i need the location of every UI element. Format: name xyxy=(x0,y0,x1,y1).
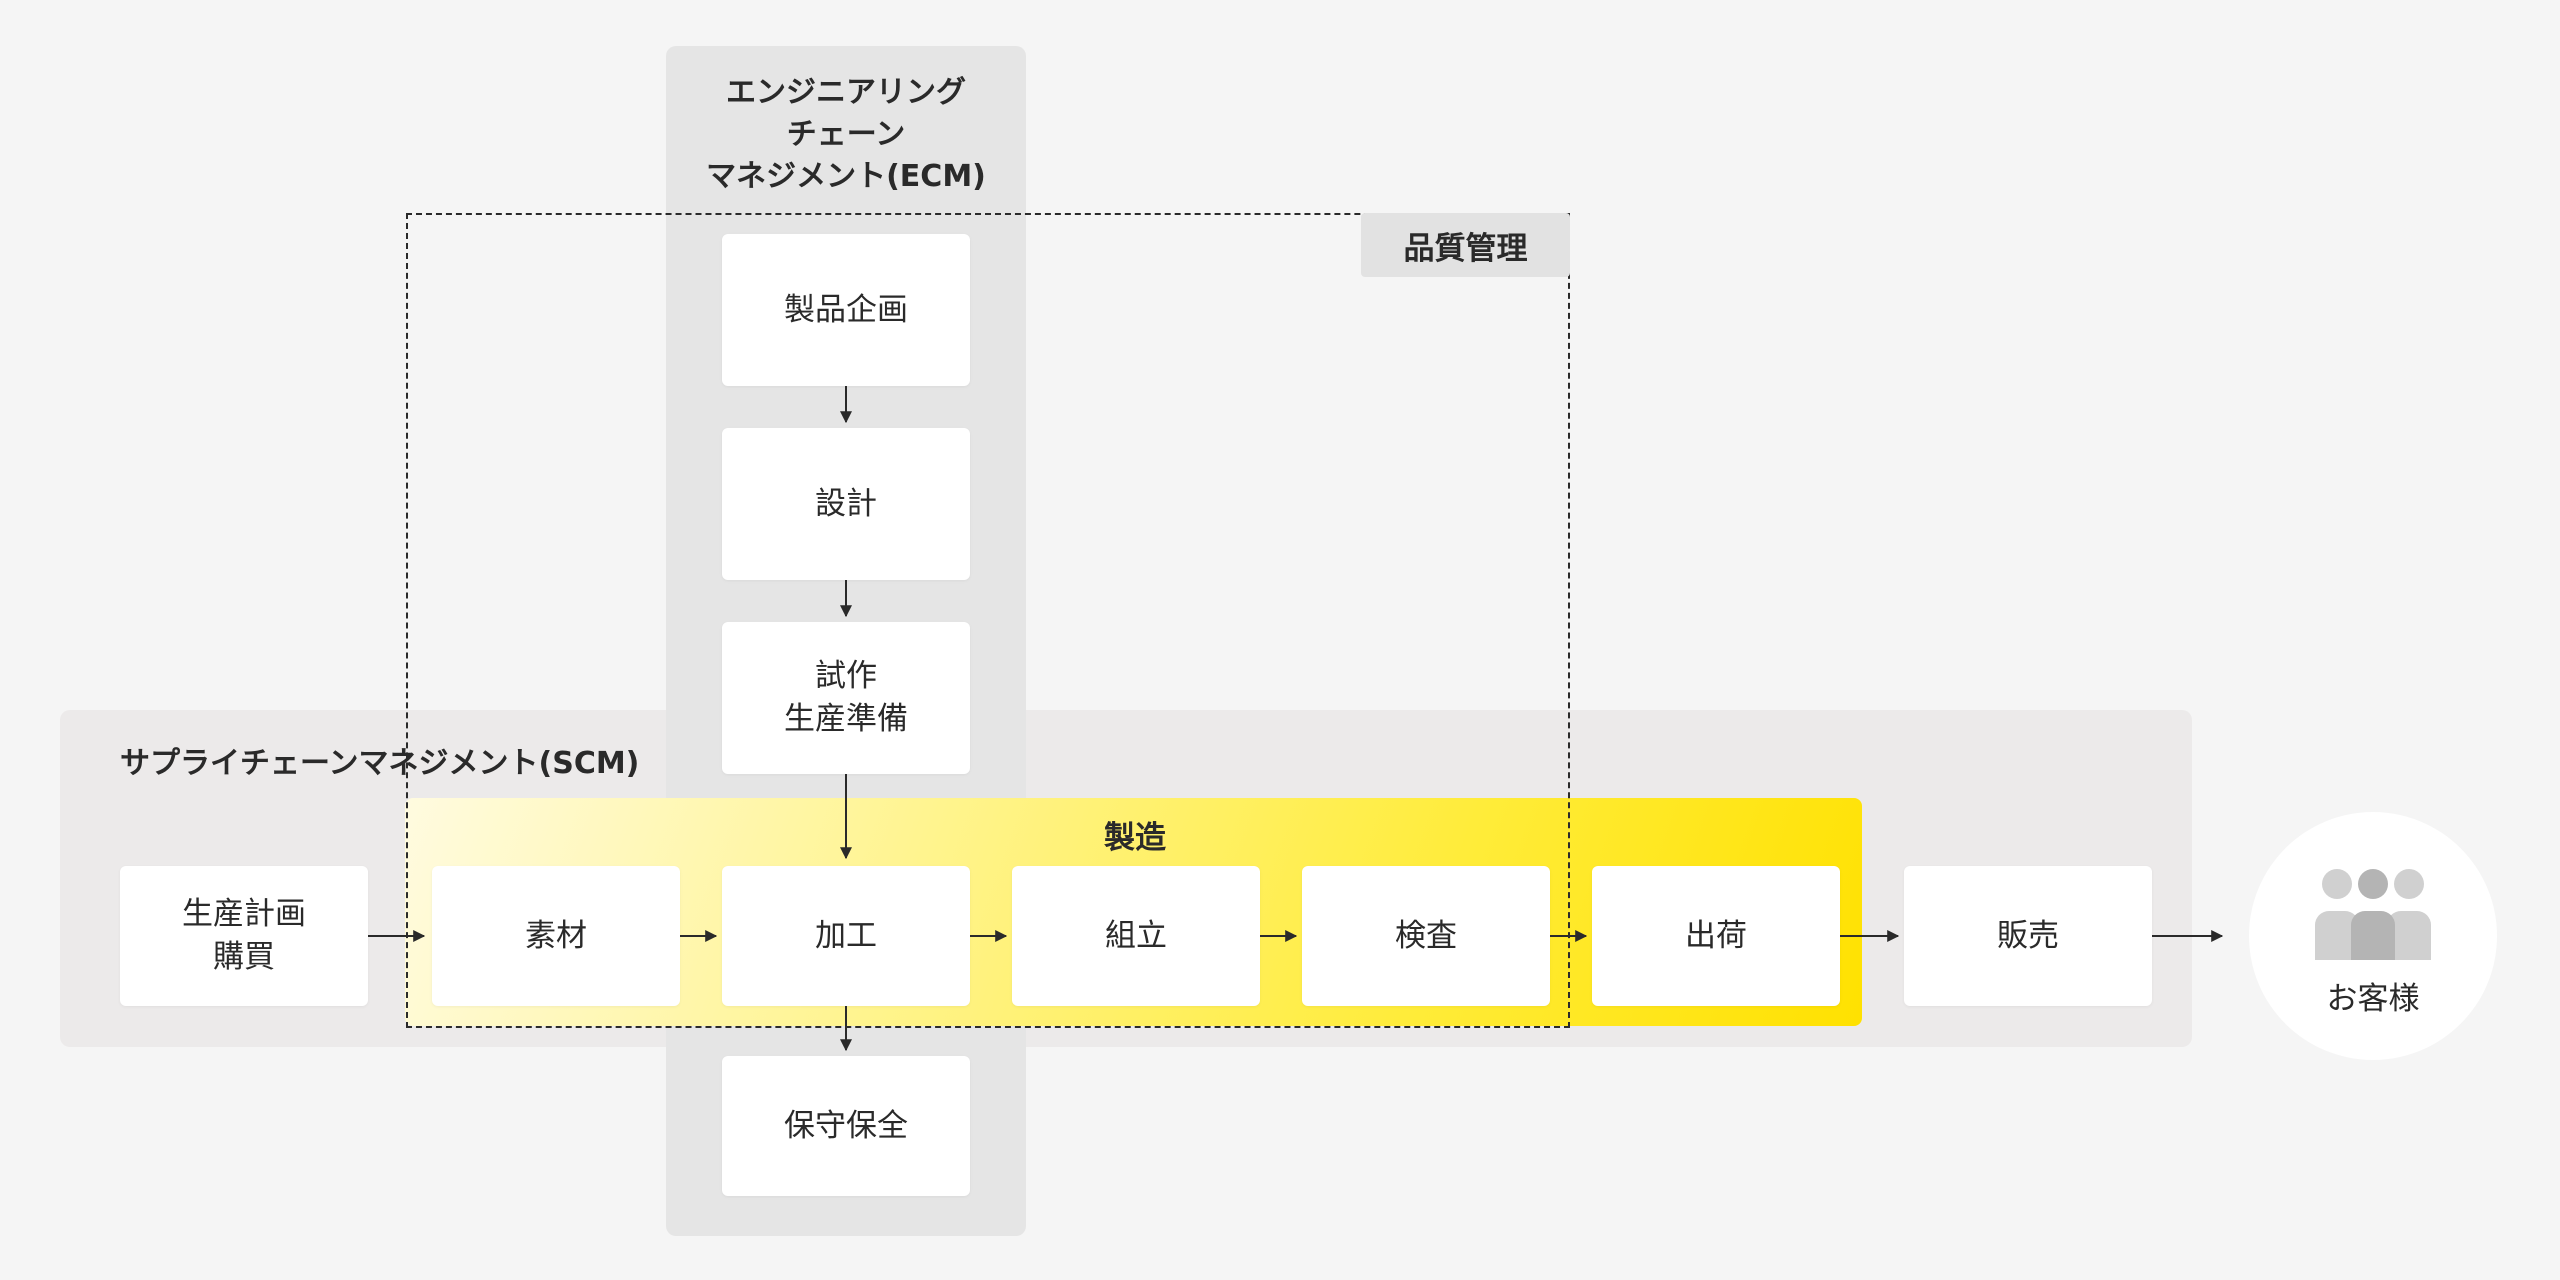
quality-management-region xyxy=(406,213,1570,1028)
node-prototype: 試作 生産準備 xyxy=(722,622,970,774)
people-group-icon xyxy=(2315,869,2431,960)
manufacturing-title: 製造 xyxy=(1104,820,1166,856)
node-shipping: 出荷 xyxy=(1592,866,1840,1006)
customer-circle xyxy=(2249,812,2497,1060)
node-production-planning: 生産計画 購買 xyxy=(120,866,368,1006)
quality-management-tag: 品質管理 xyxy=(1361,213,1570,277)
ecm-title: エンジニアリング チェーン マネジメント(ECM) xyxy=(706,75,986,194)
node-maintenance: 保守保全 xyxy=(722,1056,970,1196)
node-inspection: 検査 xyxy=(1302,866,1550,1006)
node-design: 設計 xyxy=(722,428,970,580)
customer-label: お客様 xyxy=(2326,981,2420,1017)
node-material: 素材 xyxy=(432,866,680,1006)
node-assembly: 組立 xyxy=(1012,866,1260,1006)
node-sales: 販売 xyxy=(1904,866,2152,1006)
node-product-planning: 製品企画 xyxy=(722,234,970,386)
node-processing: 加工 xyxy=(722,866,970,1006)
scm-title: サプライチェーンマネジメント(SCM) xyxy=(120,746,640,781)
